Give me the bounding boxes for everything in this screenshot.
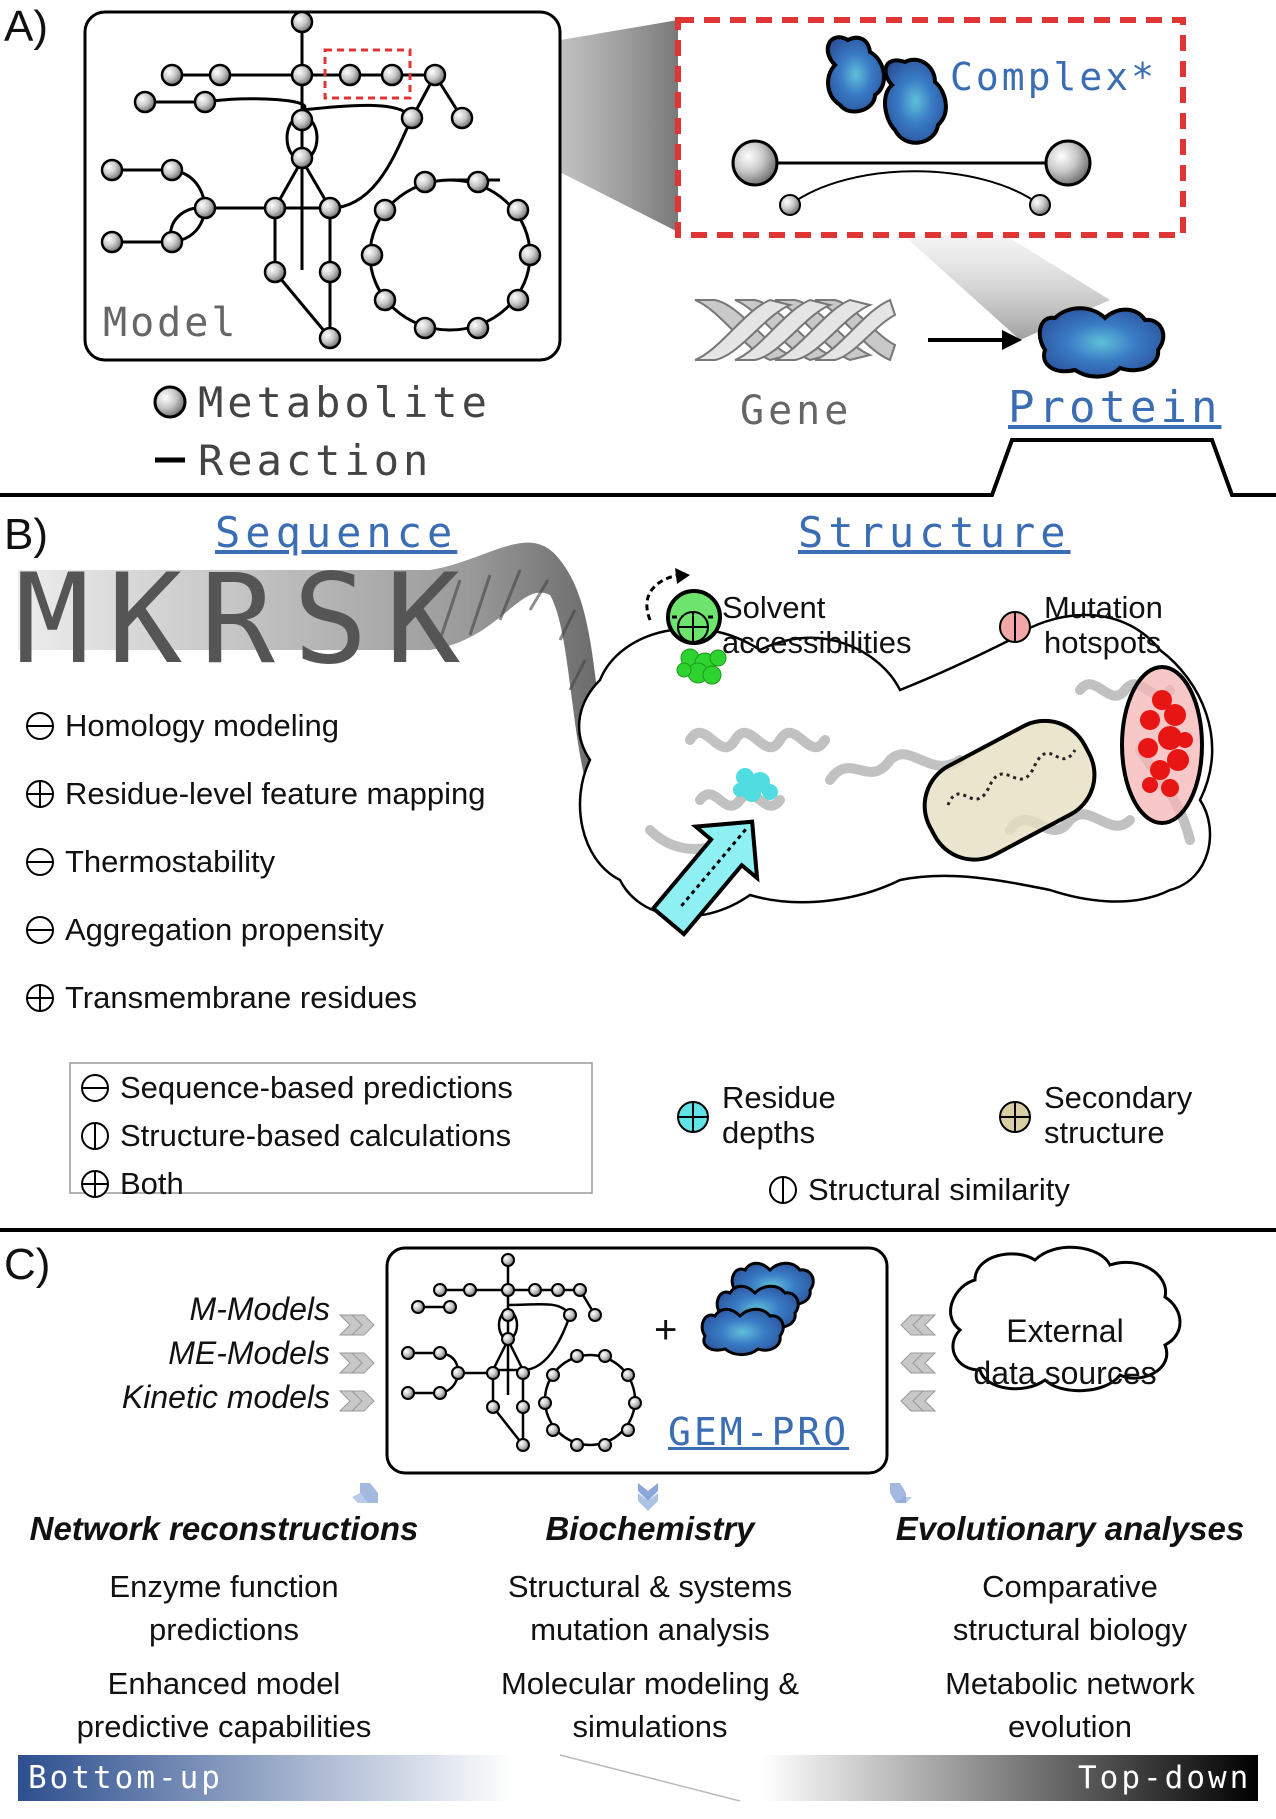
structure-title[interactable]: Structure [798,508,1071,557]
metabolite-legend-label: Metabolite [198,378,491,427]
key-item: Sequence-based predictions [80,1070,513,1106]
panel-b-label: B) [4,510,48,559]
external-cloud [949,1245,1182,1393]
input-chevrons-icon [338,1314,375,1412]
protein-label[interactable]: Protein [1008,382,1222,433]
solvent-legend-icon [676,610,710,649]
external-chevrons-icon [900,1314,937,1412]
metabolite-legend-icon [153,385,187,419]
bottom-bar [18,1755,1258,1801]
secondary-legend-icon [998,1100,1032,1139]
column-title: Evolutionary analyses [895,1510,1245,1547]
depth-arrow [650,819,760,937]
sequence-symbol-icon [26,712,54,740]
secondary-marker [922,718,1097,862]
both-symbol-icon [81,1170,109,1198]
structure-outline [577,613,1214,918]
reaction-legend-label: Reaction [198,436,433,485]
mutation-legend-icon [998,610,1032,649]
panel-c-graphic [18,1245,1258,1802]
column-item: Molecular modeling &simulations [500,1666,800,1744]
input-m-models: M-Models [189,1291,330,1327]
complex-protein-1 [825,35,886,114]
feature-item: Homology modeling [25,708,339,744]
zoom-region [323,48,412,100]
input-me-models: ME-Models [168,1335,330,1371]
structure-symbol-icon [769,1176,797,1204]
external-sources-label: External data sources [973,1313,1157,1391]
dna-helix-icon [694,298,897,362]
complex-protein-2 [883,57,948,145]
panel-a-graphic [0,10,1276,497]
top-down-label: Top-down [1078,1760,1252,1796]
panel-c-label: C) [4,1240,51,1289]
key-item: Structure-based calculations [80,1118,511,1154]
symbol-key-box [69,1062,593,1194]
gempro-label[interactable]: GEM-PRO [668,1410,850,1454]
feature-item: Thermostability [25,844,275,880]
output-chevrons-icon [352,1483,912,1511]
gene-label: Gene [740,388,853,434]
protein-icon [1037,306,1166,379]
feature-item: Residue-level feature mapping [25,776,485,812]
sequence-ribbon [18,542,660,880]
model-label: Model [103,300,239,346]
both-symbol-icon [26,984,54,1012]
input-kinetic-models: Kinetic models [121,1379,330,1415]
complex-label: Complex* [950,55,1158,99]
bottom-up-label: Bottom-up [28,1760,223,1796]
sequence-symbol-icon [26,916,54,944]
panel-b-graphic [18,542,1214,1194]
feature-item: Aggregation propensity [25,912,384,948]
feature-item: Transmembrane residues [25,980,417,1016]
divider-bc [0,1228,1276,1232]
sequence-letters: MKRSK [15,548,479,692]
sequence-symbol-icon [26,848,54,876]
key-item: Both [80,1166,184,1202]
structure-symbol-icon [81,1122,109,1150]
panel-a-label: A) [4,2,48,51]
both-symbol-icon [26,780,54,808]
column-title: Biochemistry [545,1510,755,1547]
depth-legend-icon [676,1100,710,1139]
similarity-item: Structural similarity [768,1172,1070,1208]
sequence-symbol-icon [81,1074,109,1102]
model-types: M-Models ME-Models Kinetic models [80,1287,330,1419]
protein-stack-icon [700,1261,815,1357]
plus-sign: + [654,1308,678,1352]
sequence-title[interactable]: Sequence [215,508,458,557]
column-title: Network reconstructions [29,1510,419,1547]
